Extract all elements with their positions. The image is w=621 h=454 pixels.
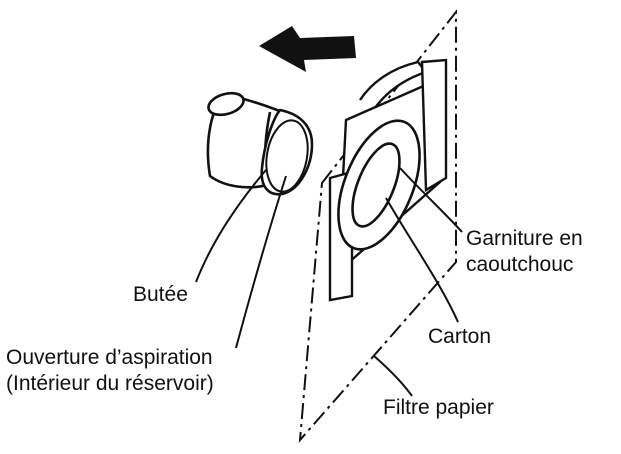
leader-butee: [195, 169, 267, 283]
label-garniture-line2: caoutchouc: [466, 253, 574, 276]
cardboard-plate: [328, 58, 448, 302]
label-ouverture-line1: Ouverture d’aspiration: [6, 346, 213, 369]
label-ouverture-line2: (Intérieur du réservoir): [6, 372, 214, 395]
suction-nozzle: [206, 91, 314, 196]
leader-ouverture: [235, 175, 287, 349]
label-filtre-papier: Filtre papier: [383, 396, 494, 419]
label-butee: Butée: [133, 283, 188, 306]
label-carton: Carton: [428, 325, 492, 348]
leader-carton: [385, 197, 459, 323]
direction-arrow: [259, 26, 356, 72]
leader-filtre: [373, 355, 413, 397]
label-garniture-caoutchouc: Garniture en caoutchouc: [466, 226, 583, 278]
leader-garniture: [399, 167, 463, 233]
label-ouverture-aspiration: Ouverture d’aspiration (Intérieur du rés…: [6, 345, 214, 397]
label-garniture-line1: Garniture en: [466, 227, 583, 250]
paper-filter-sheet: [298, 9, 457, 443]
